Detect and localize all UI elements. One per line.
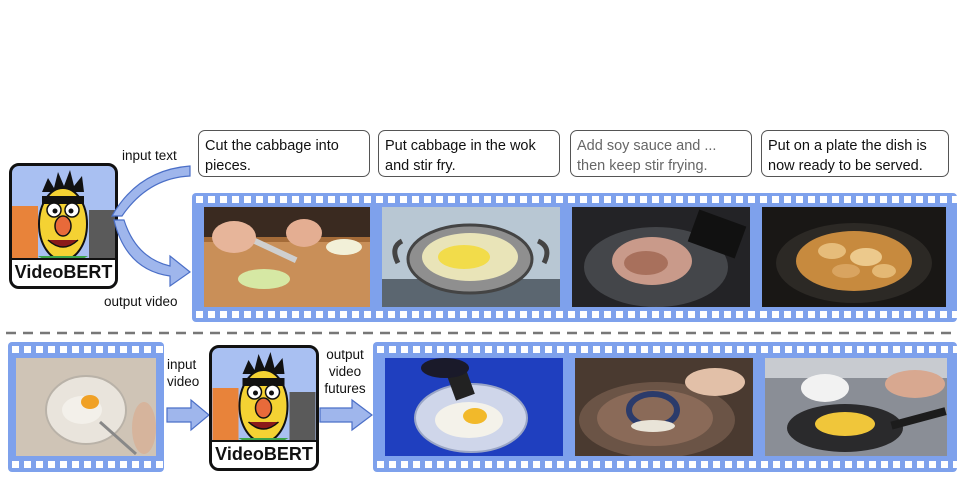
section-divider xyxy=(6,331,958,335)
caption-3: Add soy sauce and ... then keep stir fry… xyxy=(570,130,752,177)
video-frame-mixing-bowl xyxy=(385,358,563,456)
video-frame-wok-stir-fry xyxy=(382,207,560,307)
videobert-logo-top: VideoBERT xyxy=(9,163,118,289)
video-frame-soy-sauce xyxy=(572,207,750,307)
output-video-futures-label: output video futures xyxy=(324,347,366,396)
input-text-label: input text xyxy=(122,148,177,163)
film-strip-top xyxy=(192,193,957,322)
videobert-logo-bottom: VideoBERT xyxy=(209,345,319,471)
input-text-arrow xyxy=(110,165,191,217)
bert-character-icon xyxy=(212,352,316,446)
film-strip-input xyxy=(8,342,164,472)
video-frame-pan-ring xyxy=(575,358,753,456)
film-strip-output xyxy=(373,342,957,472)
input-video-label: input video xyxy=(167,357,200,389)
output-video-label: output video xyxy=(104,294,178,309)
film-holes-top xyxy=(192,196,957,203)
film-holes-input-top xyxy=(8,346,164,353)
video-frame-served-dish xyxy=(762,207,946,307)
caption-1: Cut the cabbage into pieces. xyxy=(198,130,370,177)
videobert-logo-text: VideoBERT xyxy=(12,258,115,286)
film-holes-bottom xyxy=(192,311,957,318)
bert-character-icon xyxy=(12,170,115,264)
film-holes-output-top xyxy=(373,346,957,353)
film-holes-input-bottom xyxy=(8,461,164,468)
caption-2: Put cabbage in the wok and stir fry. xyxy=(378,130,560,177)
videobert-logo-text: VideoBERT xyxy=(212,440,316,468)
output-video-arrow xyxy=(113,219,192,288)
video-frame-egg-bowl xyxy=(16,358,156,456)
film-holes-output-bottom xyxy=(373,461,957,468)
video-frame-omelette-pan xyxy=(765,358,947,456)
output-video-futures-arrow xyxy=(319,398,373,432)
video-frame-cutting-cabbage xyxy=(204,207,370,307)
caption-4: Put on a plate the dish is now ready to … xyxy=(761,130,949,177)
input-video-arrow xyxy=(166,398,210,432)
